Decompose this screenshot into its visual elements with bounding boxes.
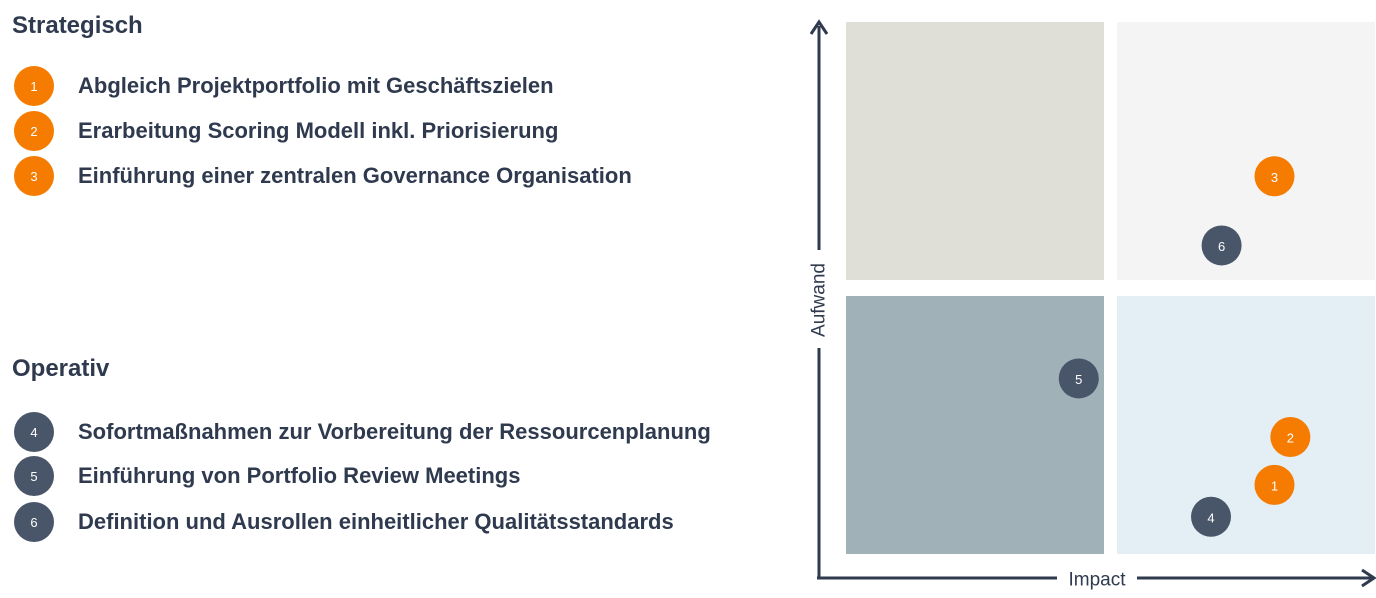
matrix-point-marker (1058, 358, 1099, 399)
matrix-point-4: 4 (1191, 496, 1232, 537)
matrix-point-6: 6 (1201, 225, 1242, 266)
matrix-point-3: 3 (1254, 156, 1295, 197)
list-item: 6 Definition und Ausrollen einheitlicher… (14, 502, 674, 542)
matrix-point-5: 5 (1058, 358, 1099, 399)
matrix-point-2: 2 (1270, 416, 1311, 457)
item-label: Einführung von Portfolio Review Meetings (78, 463, 521, 488)
list-item: 1 Abgleich Projektportfolio mit Geschäft… (14, 66, 554, 106)
list-item: 5 Einführung von Portfolio Review Meetin… (14, 456, 520, 496)
matrix-point-label: 5 (1075, 372, 1082, 387)
number-badge: 1 (14, 66, 54, 106)
number-badge: 2 (14, 111, 54, 151)
strategic-section-title: Strategisch (12, 12, 143, 39)
matrix-point-marker (1254, 464, 1295, 505)
number-badge: 5 (14, 456, 54, 496)
item-label: Abgleich Projektportfolio mit Geschäftsz… (78, 73, 554, 98)
x-axis-arrowhead (1361, 568, 1376, 588)
item-label: Einführung einer zentralen Governance Or… (78, 163, 632, 188)
item-label: Definition und Ausrollen einheitlicher Q… (78, 509, 674, 534)
matrix-point-label: 4 (1207, 510, 1214, 525)
quadrant-bottom-right (1117, 296, 1375, 554)
number-badge: 3 (14, 156, 54, 196)
operative-section-title: Operativ (12, 355, 110, 382)
item-label: Erarbeitung Scoring Modell inkl. Prioris… (78, 118, 559, 143)
y-axis-arrowhead (809, 19, 829, 35)
matrix-point-label: 1 (1271, 478, 1278, 493)
matrix-point-marker (1191, 496, 1232, 537)
number-badge: 6 (14, 502, 54, 542)
matrix-point-label: 2 (1287, 430, 1294, 445)
matrix-point-marker (1270, 416, 1311, 457)
number-badge: 4 (14, 412, 54, 452)
matrix-point-marker (1201, 225, 1242, 266)
matrix-point-label: 3 (1271, 170, 1278, 185)
list-item: 4 Sofortmaßnahmen zur Vorbereitung der R… (14, 412, 711, 452)
item-label: Sofortmaßnahmen zur Vorbereitung der Res… (78, 419, 711, 444)
y-axis-label: Aufwand (809, 263, 830, 337)
matrix-point-marker (1254, 156, 1295, 197)
x-axis-label: Impact (1068, 570, 1126, 591)
quadrant-top-left (846, 22, 1104, 280)
matrix-point-1: 1 (1254, 464, 1295, 505)
quadrant-bottom-left (846, 296, 1104, 554)
list-item: 3 Einführung einer zentralen Governance … (14, 156, 632, 196)
list-item: 2 Erarbeitung Scoring Modell inkl. Prior… (14, 111, 558, 151)
quadrant-top-right (1117, 22, 1375, 280)
matrix-point-label: 6 (1218, 239, 1225, 254)
